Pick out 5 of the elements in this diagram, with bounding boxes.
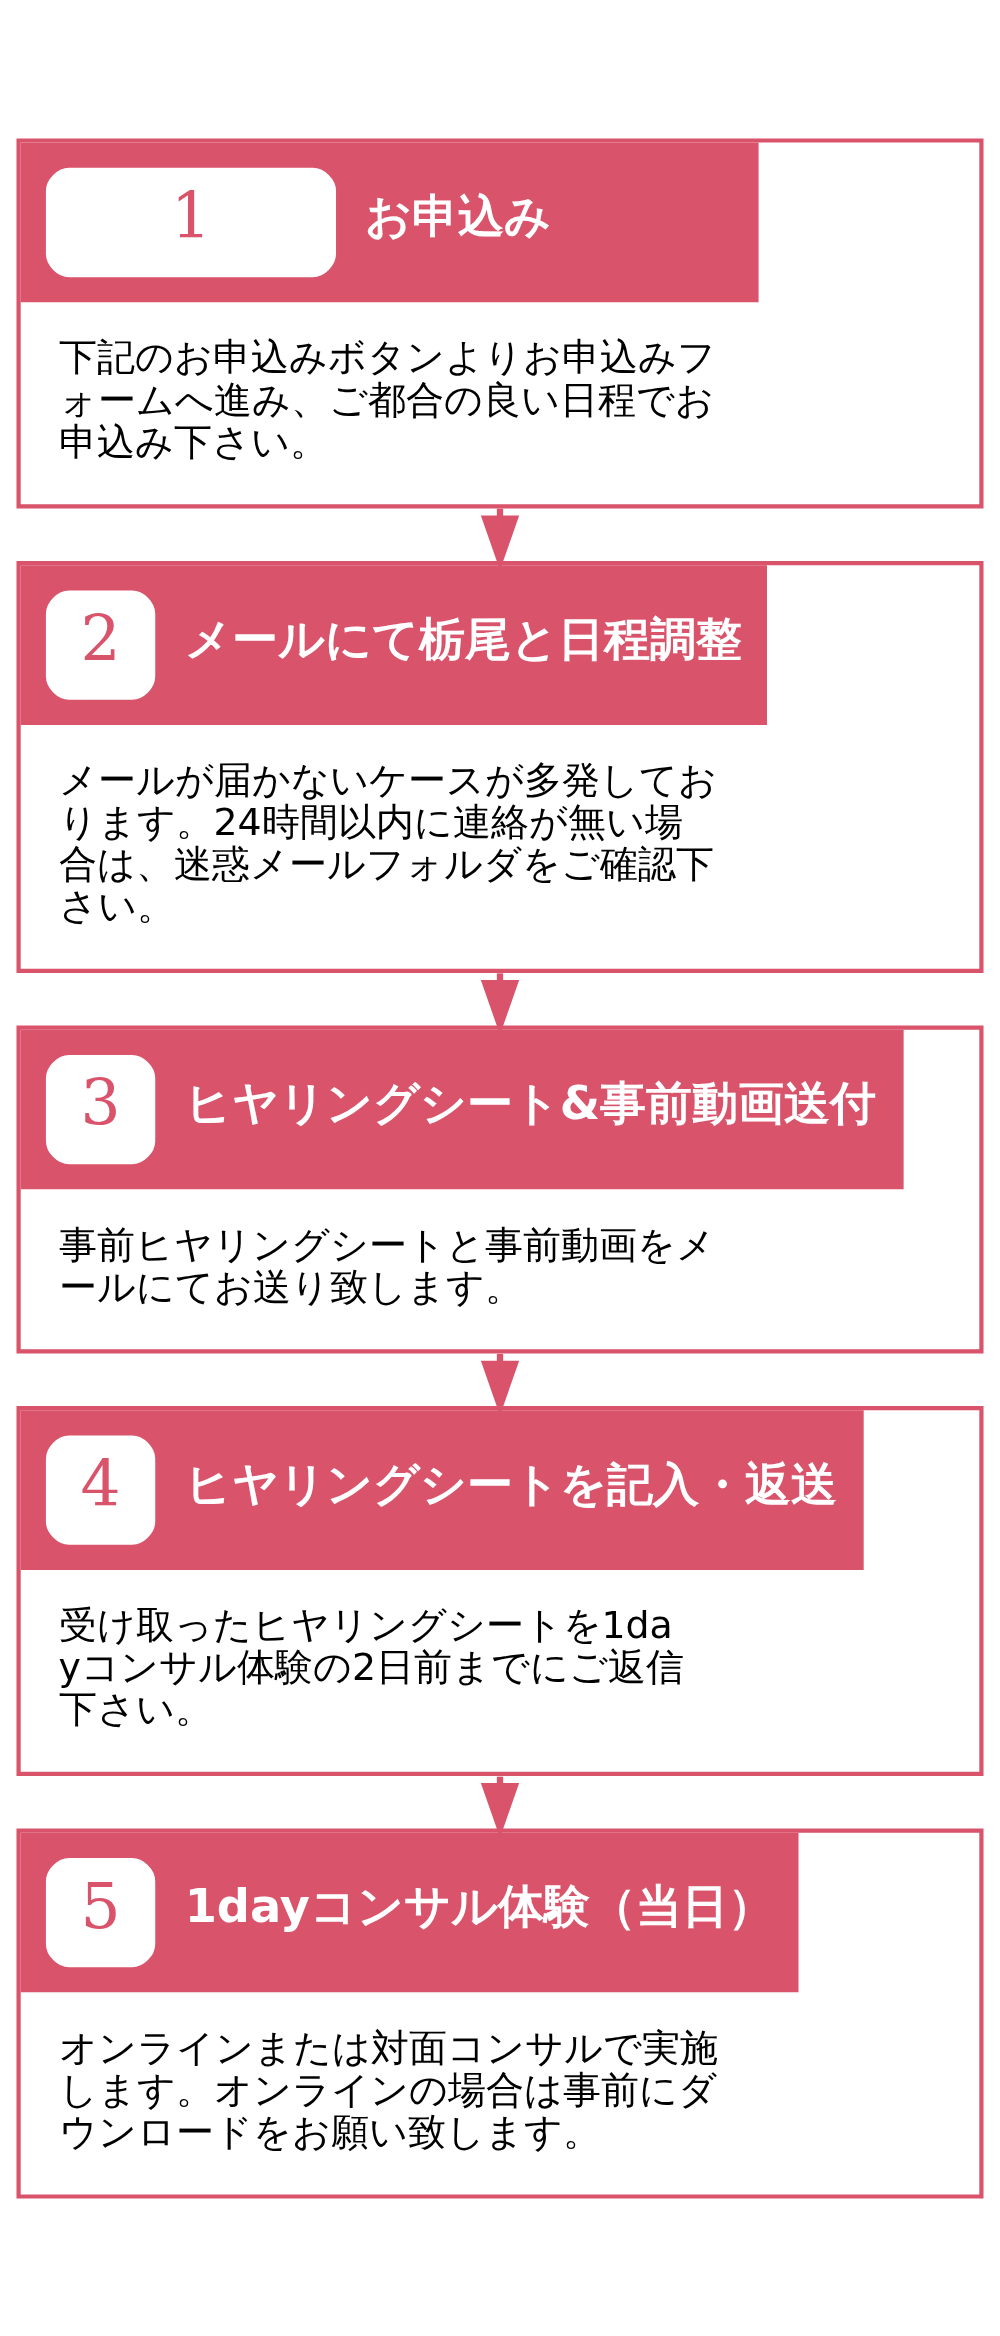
node-box: 3 ヒヤリングシート&事前動画送付 事前ヒヤリングシートと事前動画をメールにてお送り致します。 xyxy=(16,1025,984,1353)
node-box: 1 お申込み 下記のお申込みボタンよりお申込みフォームへ進み、ご都合の良い日程でお申込み下さい。 xyxy=(16,137,984,508)
node-box: 5 1dayコンサル体験（当日） オンラインまたは対面コンサルで実施します。オンラインの場合は事前にダウンロードをお願い致します。 xyxy=(16,1828,984,2199)
node-box: 4 ヒヤリングシートを記入・返送 受け取ったヒヤリングシートを1dayコンサル体験の2日前までにご返信下さい。 xyxy=(16,1405,984,1776)
node-box: 2 メールにて栃尾と日程調整 メールが届かないケースが多発しております。24時間以内に連絡が無い場合は、迷惑メールフォルダをご確認下さい。 xyxy=(16,560,984,973)
